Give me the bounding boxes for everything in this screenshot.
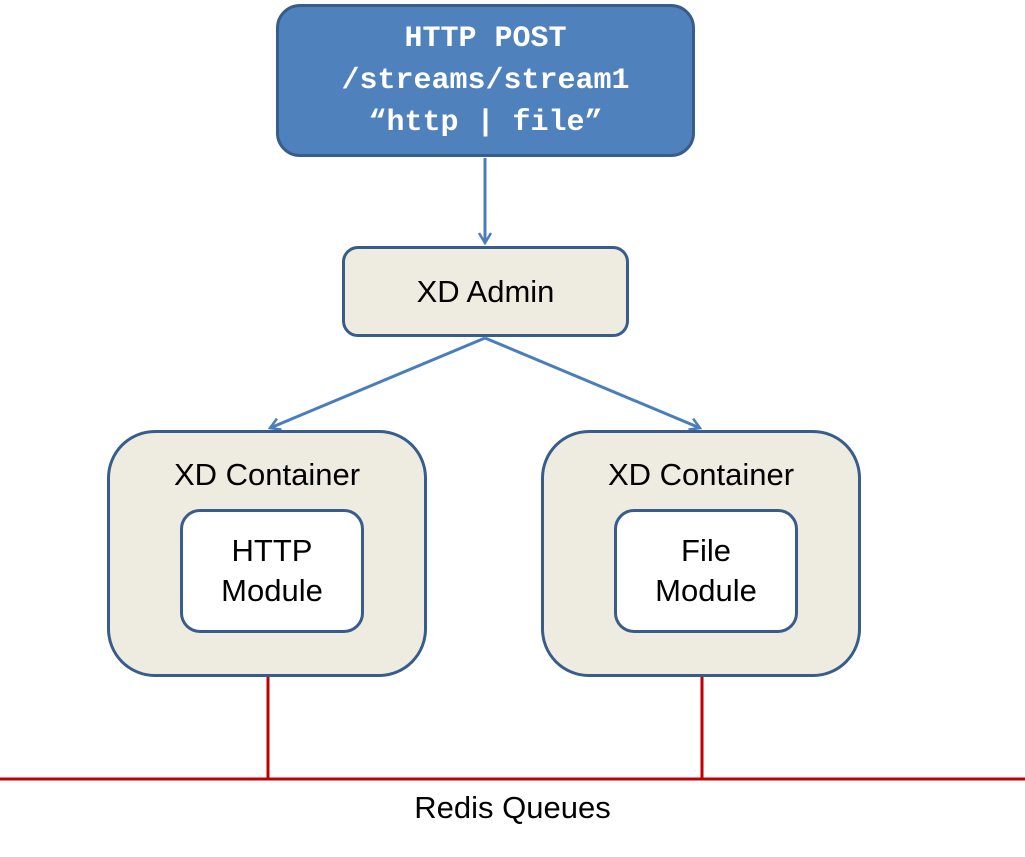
module-label-line: HTTP	[231, 533, 313, 568]
xd-admin-label: XD Admin	[416, 273, 555, 309]
xd-container-right: XD Container File Module	[541, 430, 861, 677]
request-path: /streams/stream1	[341, 63, 630, 98]
module-label-line: File	[681, 533, 731, 568]
container-title: XD Container	[607, 457, 795, 492]
xd-container-left: XD Container HTTP Module	[107, 430, 427, 677]
redis-queues-label: Redis Queues	[414, 790, 611, 825]
module-label-line: Module	[221, 573, 323, 608]
arrow-admin-to-container-right	[484, 336, 700, 428]
arrow-admin-to-container-left	[270, 336, 486, 428]
module-label-line: Module	[655, 573, 757, 608]
container-title: XD Container	[173, 457, 361, 492]
request-method: HTTP POST	[404, 21, 567, 56]
xd-admin-box: XD Admin	[342, 246, 629, 337]
stream-definition: “http | file”	[368, 105, 603, 140]
http-post-request-box: HTTP POST /streams/stream1 “http | file”	[276, 4, 695, 157]
http-module-box: HTTP Module	[180, 509, 364, 633]
file-module-box: File Module	[614, 509, 798, 633]
